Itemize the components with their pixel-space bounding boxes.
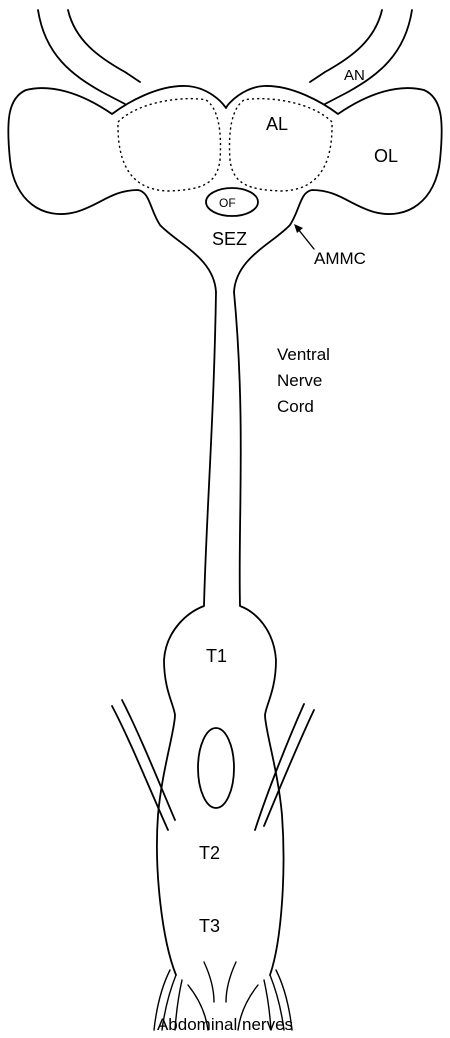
label-nerve: Nerve	[277, 371, 322, 390]
right-antennal-lobe	[230, 99, 333, 191]
label-abdominal-nerves: Abdominal nerves	[157, 1015, 293, 1034]
label-ammc: AMMC	[314, 249, 366, 268]
label-t2: T2	[199, 843, 220, 863]
label-of: OF	[219, 196, 236, 210]
label-sez: SEZ	[212, 229, 247, 249]
label-an: AN	[344, 67, 365, 84]
ventral-nerve-cord-left	[157, 292, 216, 975]
label-al: AL	[266, 114, 288, 134]
left-antennal-nerve-outer	[38, 10, 125, 104]
label-ventral: Ventral	[277, 345, 330, 364]
label-ol: OL	[374, 146, 398, 166]
label-t1: T1	[206, 646, 227, 666]
mesothoracic-foramen	[198, 728, 234, 808]
left-antennal-nerve-inner	[68, 10, 140, 82]
antennal-nerves	[38, 10, 412, 104]
label-cord: Cord	[277, 397, 314, 416]
right-antennal-nerve-outer	[325, 10, 412, 104]
leg-nerves	[112, 700, 314, 830]
left-antennal-lobe	[118, 99, 221, 191]
ventral-nerve-cord-right	[234, 292, 284, 975]
label-t3: T3	[199, 916, 220, 936]
ammc-arrow	[294, 224, 314, 249]
